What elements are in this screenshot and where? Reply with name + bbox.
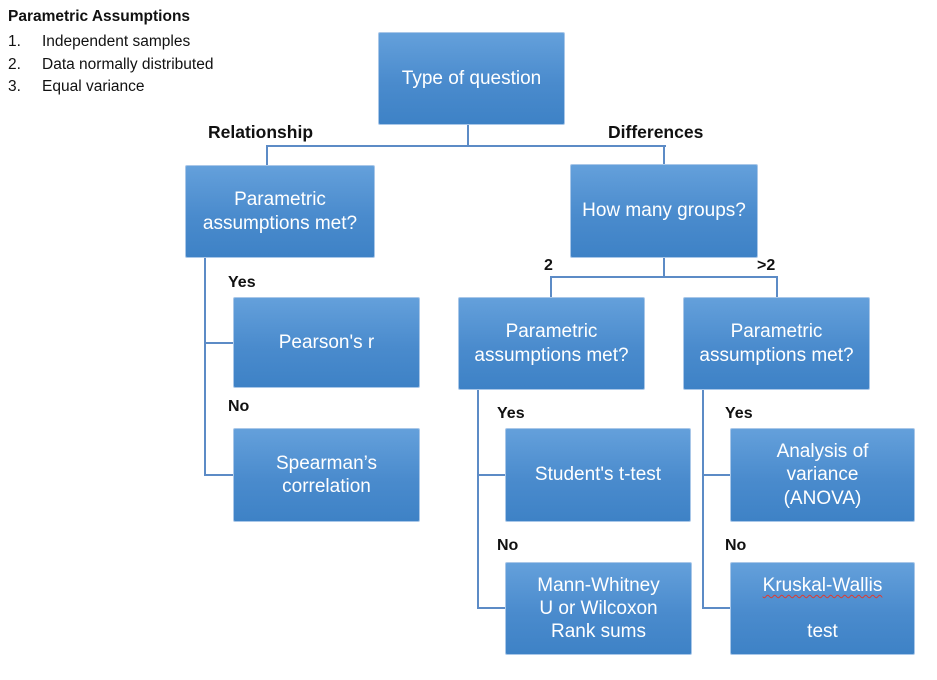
connector-level2-horizontal [550,276,778,278]
branch-label-yes: Yes [497,405,525,422]
connector-gt2-down [776,276,778,298]
connector-root-down [467,125,469,147]
branch-label-yes: Yes [725,405,753,422]
connector-relationship-down [266,145,268,166]
node-kruskal-wallis: Kruskal-Wallis test [730,562,915,655]
connector-groups-down [663,258,665,278]
connector-gt2-elbow [702,390,704,609]
assumption-item: 1. Independent samples [8,31,213,54]
node-spearmans-correlation: Spearman’s correlation [233,428,420,522]
connector-mann-whitney-stub [477,607,506,609]
branch-label-two: 2 [544,257,553,274]
assumption-number: 1. [8,33,21,50]
kruskal-wallis-misspell-underline: Kruskal-Wallis [762,574,883,596]
node-anova: Analysis of variance (ANOVA) [730,428,915,522]
connector-students-stub [477,474,506,476]
node-parametric-two-groups: Parametric assumptions met? [458,297,645,390]
connector-kruskal-stub [702,607,731,609]
connector-relationship-elbow [204,258,206,476]
connector-anova-stub [702,474,731,476]
connector-two-down [550,276,552,298]
node-mann-whitney-wilcoxon: Mann-Whitney U or Wilcoxon Rank sums [505,562,692,655]
branch-label-no: No [228,398,250,415]
node-how-many-groups: How many groups? [570,164,758,258]
assumption-text: Equal variance [42,78,145,95]
branch-label-yes: Yes [228,274,256,291]
connector-differences-down [663,145,665,165]
branch-label-no: No [497,537,519,554]
branch-label-differences: Differences [608,122,704,142]
node-pearsons-r: Pearson's r [233,297,420,388]
connector-pearson-stub [204,342,234,344]
assumptions-title: Parametric Assumptions [8,8,191,25]
connector-spearman-stub [204,474,234,476]
branch-label-no: No [725,537,747,554]
assumption-number: 3. [8,78,21,95]
connector-level1-horizontal [266,145,666,147]
assumption-text: Data normally distributed [42,55,214,73]
branch-label-relationship: Relationship [208,122,314,142]
assumption-number: 2. [8,55,21,73]
node-type-of-question: Type of question [378,32,565,125]
node-parametric-relationship: Parametric assumptions met? [185,165,375,258]
assumption-item: 2. Data normally distributed [8,54,213,77]
kruskal-wallis-test-word: test [807,621,838,643]
branch-label-gt2: >2 [757,257,776,274]
parametric-assumptions-panel: Parametric Assumptions 1. Independent sa… [8,8,213,99]
connector-two-elbow [477,390,479,609]
assumption-item: 3. Equal variance [8,76,213,99]
assumption-text: Independent samples [42,33,191,50]
node-parametric-gt2-groups: Parametric assumptions met? [683,297,870,390]
node-students-t-test: Student's t-test [505,428,691,522]
